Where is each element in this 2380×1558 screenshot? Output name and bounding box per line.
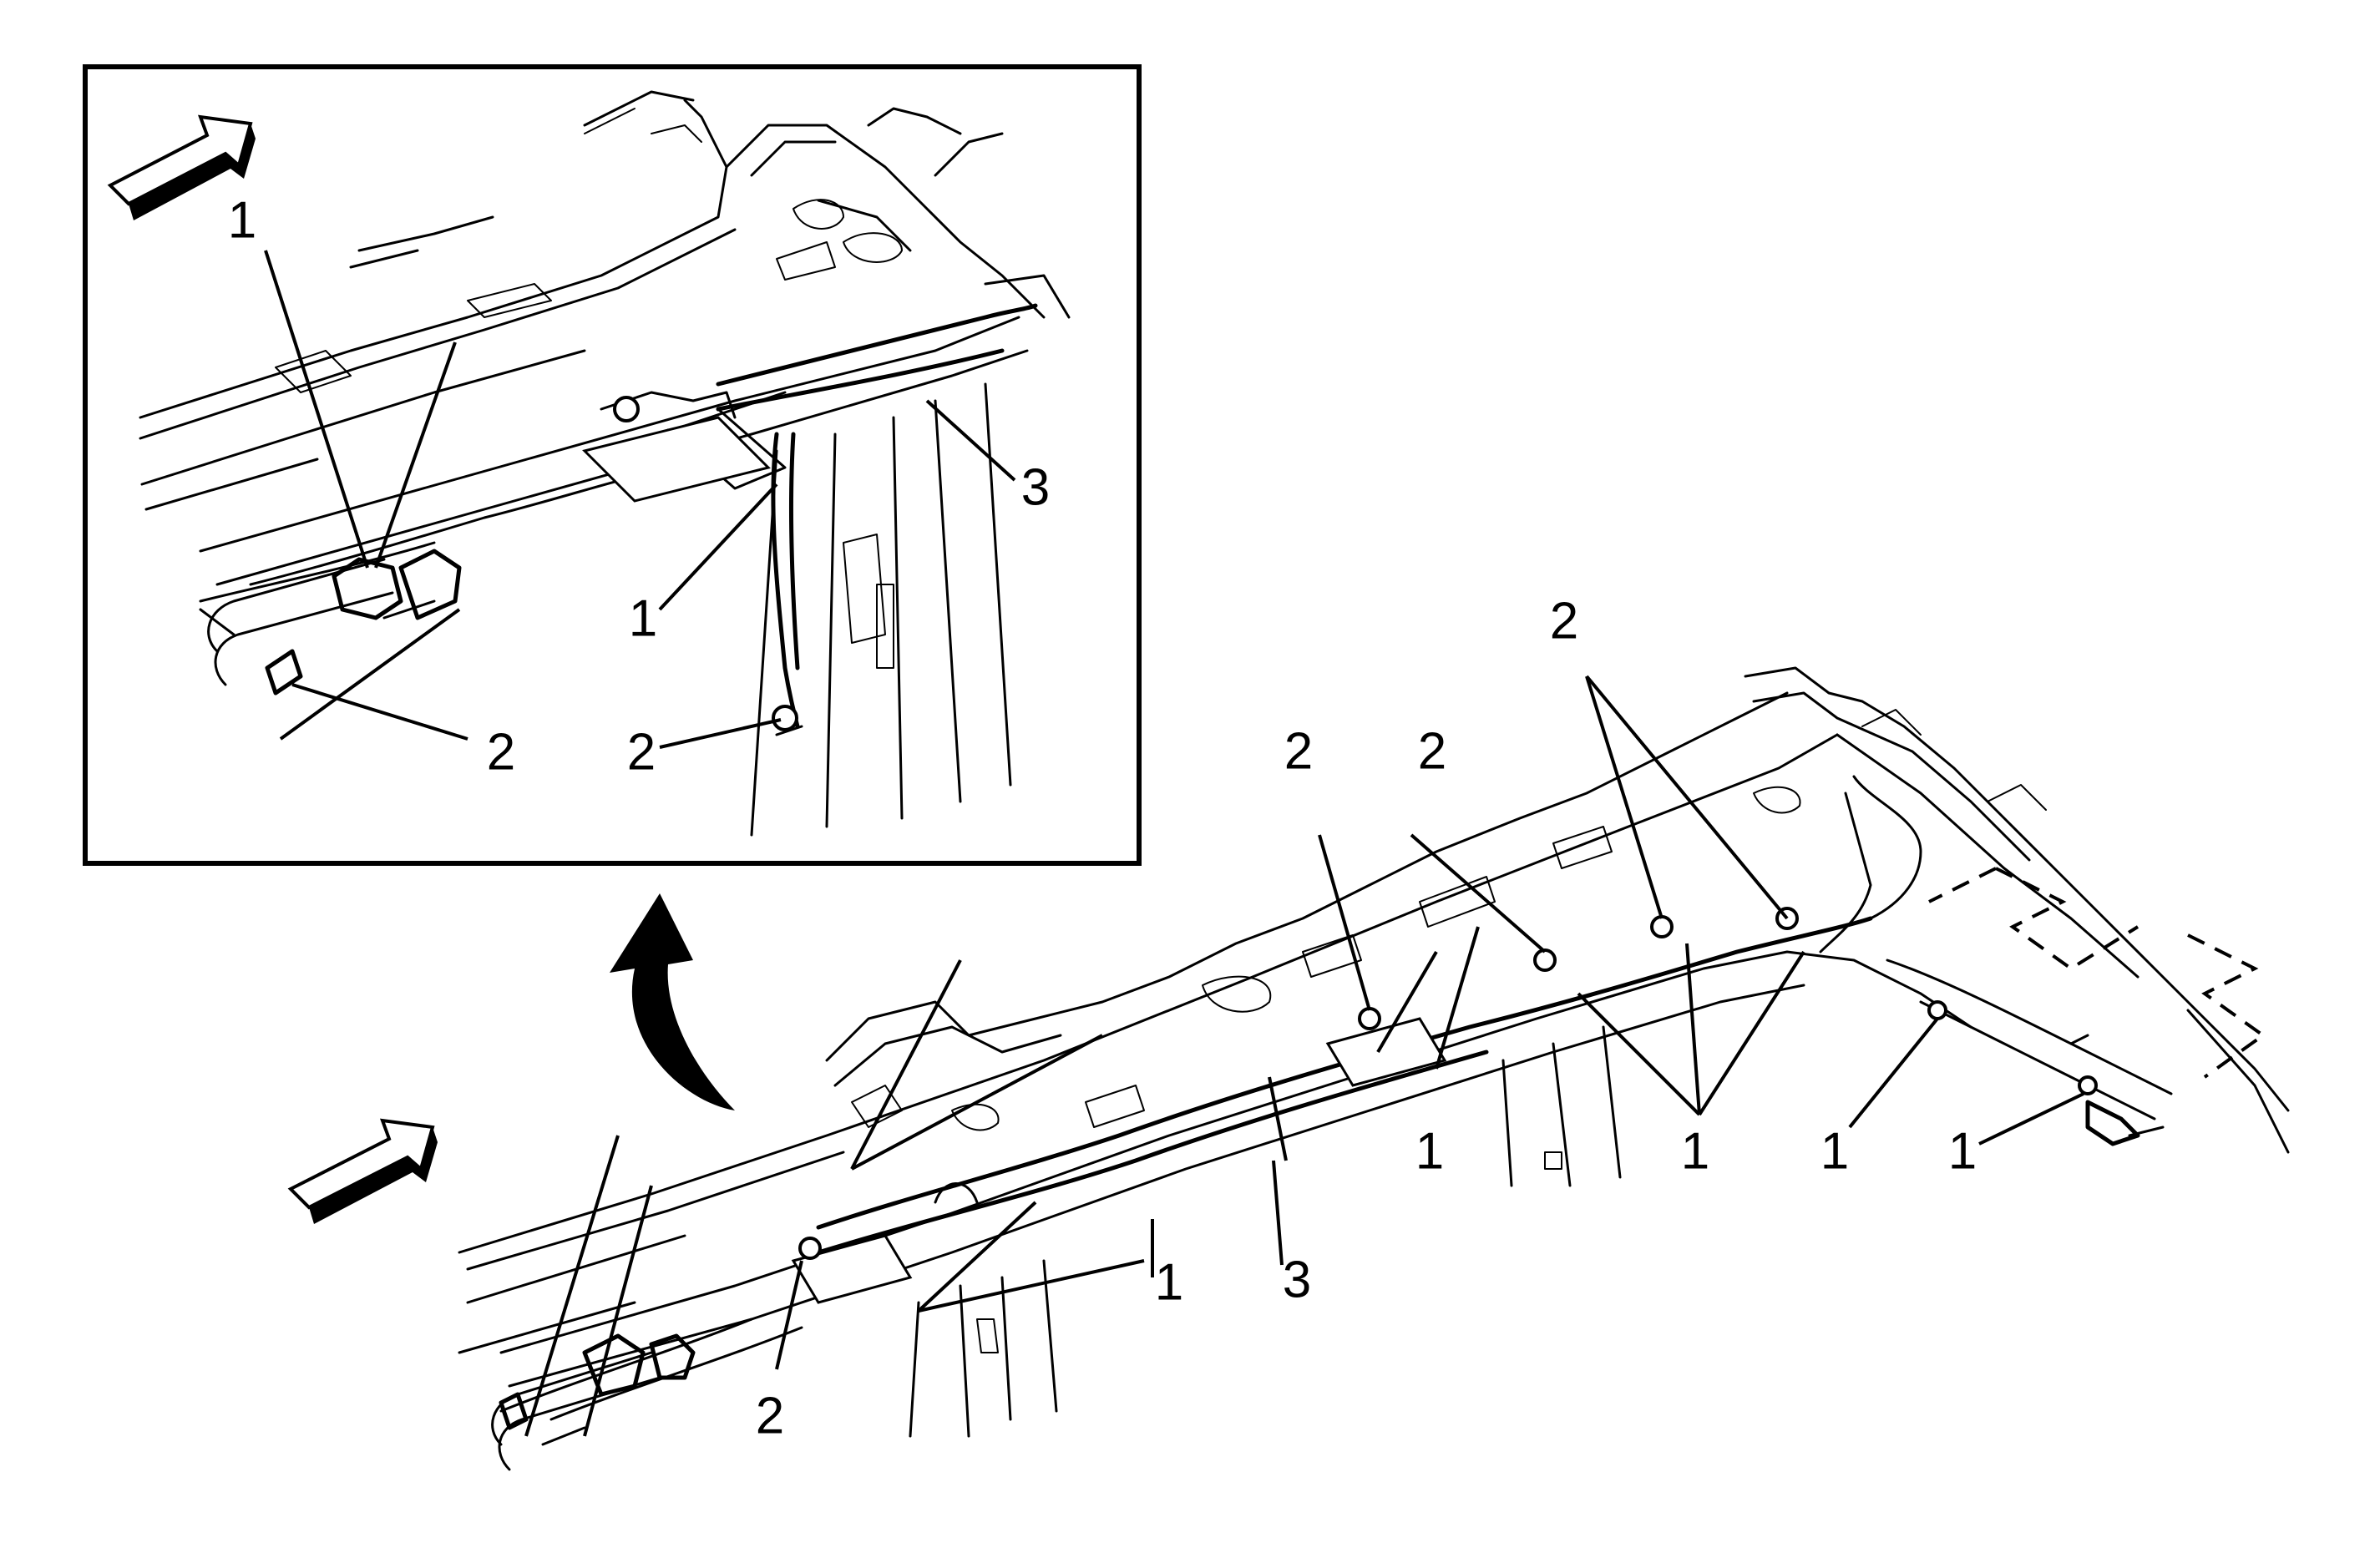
- inset-callout-2-left: 2: [487, 723, 515, 781]
- main-brackets: [791, 907, 1799, 1304]
- inset-floor-panel: [139, 90, 1071, 511]
- main-callout-1-c: 1: [1681, 1122, 1709, 1180]
- inset-detail-view: 1 1 2 2 3: [83, 64, 1142, 866]
- inset-wiring-harness: [199, 303, 1038, 729]
- main-callout-3: 3: [1283, 1251, 1311, 1308]
- front-direction-arrow-icon: [107, 114, 256, 220]
- hidden-lines: [1928, 867, 2266, 1079]
- main-wiring-harness: [499, 775, 2173, 1421]
- main-callout-1-a: 1: [1155, 1253, 1183, 1311]
- inset-callout-3: 3: [1021, 458, 1050, 516]
- main-callout-2-b: 2: [1418, 722, 1446, 780]
- main-pillar: [909, 1025, 1622, 1438]
- inset-callout-1-upper: 1: [228, 191, 256, 249]
- inset-harness-clips: [199, 549, 803, 736]
- inset-bracket: [582, 391, 771, 503]
- inset-leader-lines: [264, 250, 1016, 749]
- main-direction-arrow-icon: [287, 1118, 438, 1224]
- inset-callout-2-right: 2: [627, 723, 656, 781]
- main-callout-1-b: 1: [1415, 1122, 1444, 1180]
- main-callout-1-d: 1: [1820, 1122, 1849, 1180]
- main-callout-2-a: 2: [1284, 722, 1313, 780]
- main-callout-2-d: 2: [756, 1387, 784, 1444]
- main-callout-1-e: 1: [1948, 1122, 1977, 1180]
- main-callout-2-c: 2: [1550, 592, 1578, 650]
- main-leader-lines: [524, 675, 2084, 1437]
- main-floor-panel: [458, 666, 2290, 1354]
- inset-callout-1-lower: 1: [629, 589, 657, 647]
- main-harness-clips: [491, 1000, 2165, 1471]
- main-view: 2 2 2 2 1 1 1 1 1 3: [287, 592, 2290, 1471]
- curved-detail-arrow-icon: [610, 893, 735, 1110]
